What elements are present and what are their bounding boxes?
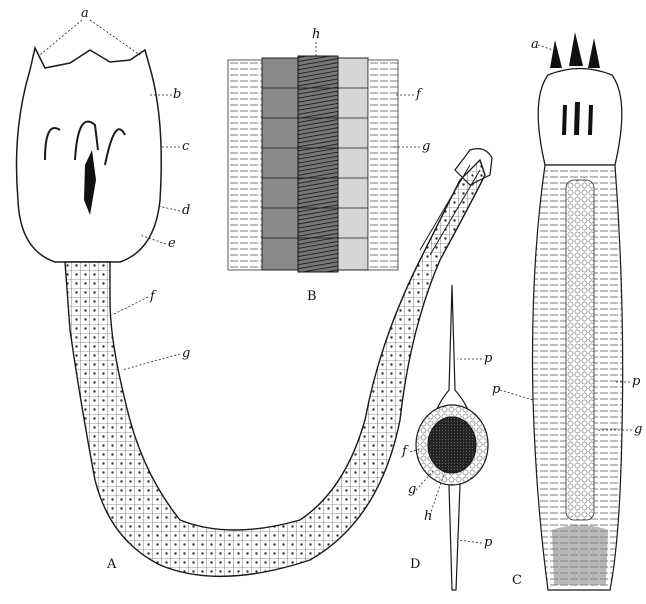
- label-g-b: g: [422, 139, 430, 154]
- label-c: c: [182, 139, 190, 154]
- label-d: d: [182, 203, 190, 218]
- panel-c-caption: C: [512, 573, 522, 588]
- panel-b-left-fringe: [228, 60, 262, 270]
- panel-b-right-fringe: [368, 60, 398, 270]
- label-f-b: f: [415, 87, 423, 102]
- panel-a-head: [17, 48, 162, 262]
- label-p-d-top: p: [484, 351, 493, 366]
- panel-a-caption: A: [106, 557, 117, 572]
- label-g-c: g: [634, 422, 642, 437]
- panel-b: B h f g: [228, 27, 430, 304]
- panel-b-caption: B: [307, 289, 317, 304]
- panel-c-core: [566, 180, 594, 520]
- panel-d-core: [428, 417, 476, 473]
- panel-d-caption: D: [410, 557, 420, 572]
- label-h-b: h: [312, 27, 320, 42]
- label-p-c-left: p: [492, 382, 501, 397]
- label-h-d: h: [424, 509, 432, 524]
- label-p-c-right: p: [632, 374, 641, 389]
- label-b: b: [173, 87, 181, 102]
- label-a-head: a: [81, 6, 89, 21]
- label-f-d: f: [401, 444, 409, 459]
- label-p-d-bottom: p: [484, 535, 493, 550]
- panel-c: C a p p g: [492, 32, 642, 590]
- label-g-d: g: [408, 482, 416, 497]
- label-e: e: [168, 236, 176, 251]
- label-f-a: f: [149, 289, 157, 304]
- label-a-c: a: [531, 37, 539, 52]
- label-g-a: g: [182, 346, 190, 361]
